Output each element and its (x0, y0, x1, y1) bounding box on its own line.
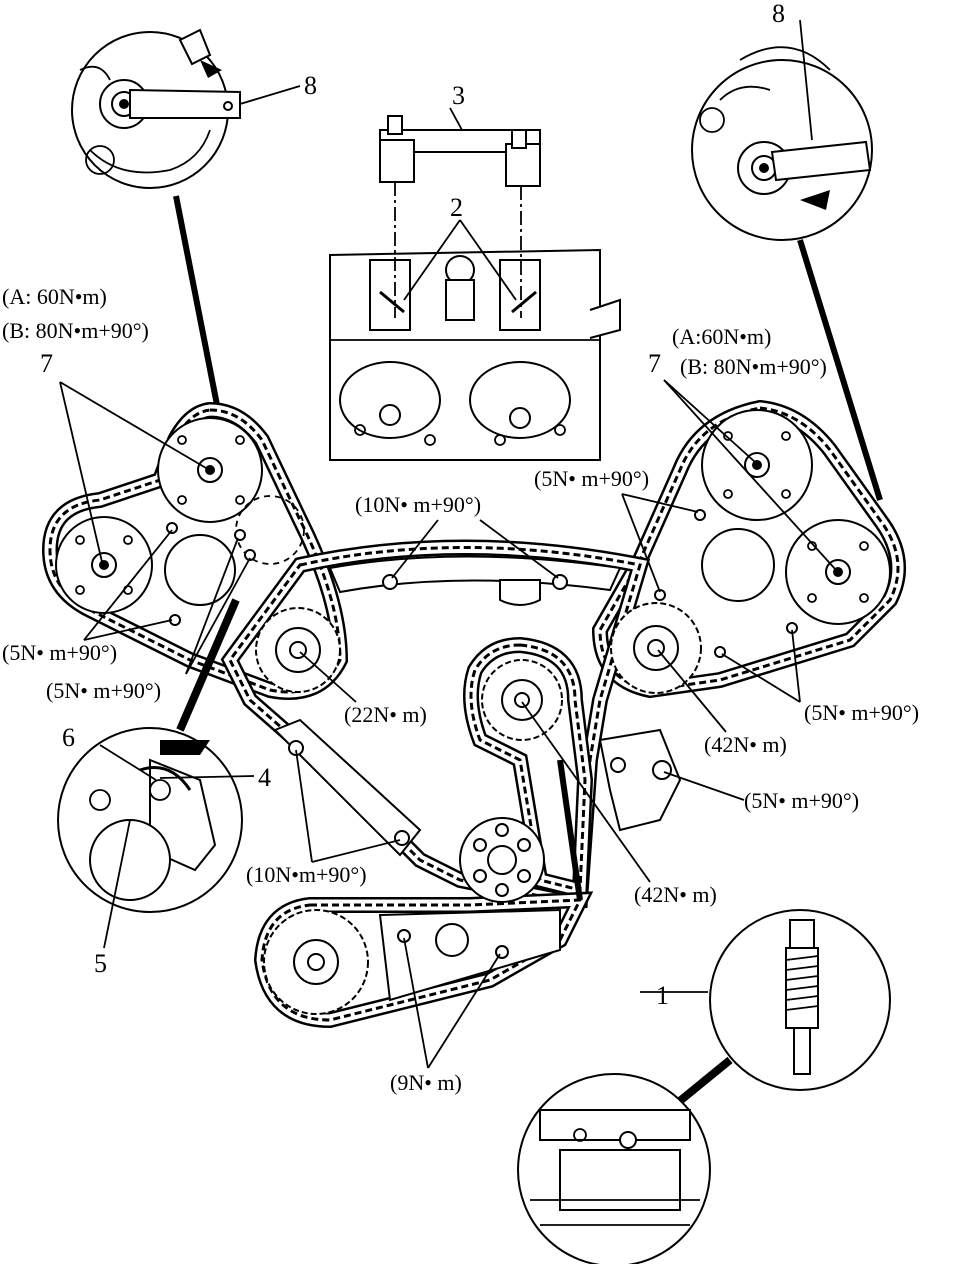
torque-guide-10: (10N•m+90°) (246, 862, 367, 887)
torque-left-22: (22N• m) (344, 702, 427, 727)
torque-right-5-tensioner: (5N• m+90°) (744, 788, 859, 813)
cylinder-head (329, 248, 621, 461)
torque-left-b: (B: 80N•m+90°) (2, 318, 149, 343)
torque-center-42: (42N• m) (634, 882, 717, 907)
torque-right-42: (42N• m) (704, 732, 787, 757)
torque-right-upper-5: (5N• m+90°) (534, 466, 649, 491)
callout-8-left: 8 (304, 71, 317, 100)
torque-right-a: (A:60N•m) (672, 324, 771, 349)
inset-tool-1 (709, 909, 891, 1091)
sprocket-right-idler (610, 602, 702, 694)
torque-top-center-10: (10N• m+90°) (355, 492, 481, 517)
callout-3: 3 (452, 81, 465, 110)
callout-5: 5 (94, 949, 107, 978)
sprocket-right-upper (701, 409, 813, 521)
torque-bottom-9: (9N• m) (390, 1070, 462, 1095)
torque-left-5a: (5N• m+90°) (2, 640, 117, 665)
sprocket-center (481, 659, 563, 741)
sprocket-left-idler (255, 607, 341, 693)
callout-7-left: 7 (40, 349, 53, 378)
torque-left-a: (A: 60N•m) (2, 284, 107, 309)
guide-left-lower (273, 718, 422, 857)
callout-8-right: 8 (772, 0, 785, 28)
sprocket-oil-pump (263, 909, 369, 1015)
torque-right-5-lower: (5N• m+90°) (804, 700, 919, 725)
sprocket-right-lower (785, 519, 891, 625)
tensioner-right (557, 728, 682, 901)
callout-2: 2 (450, 193, 463, 222)
sprocket-left-lower (55, 516, 153, 614)
torque-left-5b: (5N• m+90°) (46, 678, 161, 703)
inset-engine-bottom (517, 1073, 711, 1264)
upper-guide (328, 555, 622, 594)
sprocket-crank (459, 817, 545, 903)
torque-right-b: (B: 80N•m+90°) (680, 354, 827, 379)
inset-top-left (71, 28, 241, 189)
callout-4: 4 (258, 763, 271, 792)
sprocket-left-upper (157, 417, 263, 523)
callout-7-right: 7 (648, 349, 661, 378)
inset-left-tensioner (57, 727, 243, 913)
cam-locking-tool (379, 115, 541, 187)
inset-top-right (691, 46, 873, 241)
callout-6: 6 (62, 723, 75, 752)
lower-guide-plate (378, 908, 561, 1002)
callout-1: 1 (656, 981, 669, 1010)
